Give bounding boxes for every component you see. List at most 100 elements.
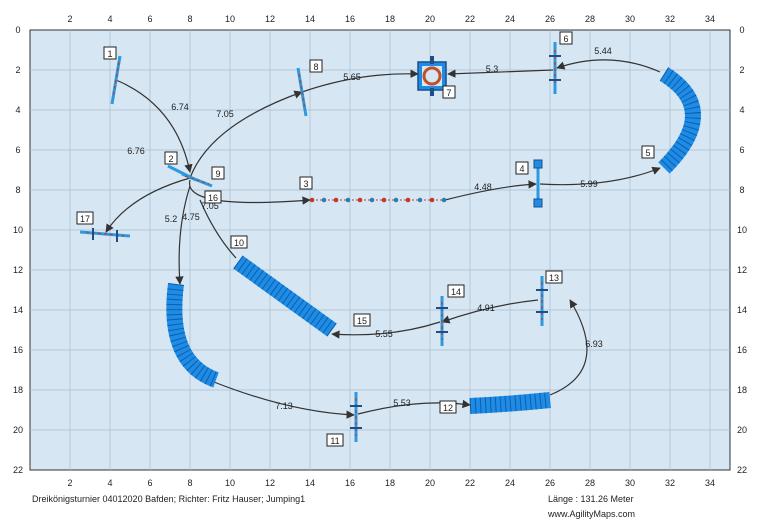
distance-label: 5.2 (165, 214, 178, 224)
y-tick-left: 18 (13, 385, 23, 395)
tire-7 (417, 56, 447, 96)
x-tick-top: 34 (705, 14, 715, 24)
x-tick-top: 30 (625, 14, 635, 24)
y-tick-right: 20 (737, 425, 747, 435)
y-tick-left: 22 (13, 465, 23, 475)
obstacle-label-5: 5 (641, 145, 655, 159)
arena-field (29, 29, 731, 471)
x-tick-top: 6 (147, 14, 152, 24)
obstacle-label-11: 11 (326, 433, 344, 447)
footer-site: www.AgilityMaps.com (548, 509, 636, 519)
grid-lines (30, 30, 730, 470)
obstacle-number: 17 (80, 214, 90, 224)
y-tick-right: 18 (737, 385, 747, 395)
x-tick-bottom: 14 (305, 478, 315, 488)
obstacle-label-16: 16 (204, 190, 222, 204)
distance-label: 6.76 (127, 146, 145, 156)
x-tick-bottom: 28 (585, 478, 595, 488)
obstacle-label-10: 10 (230, 235, 248, 249)
distance-label: 4.91 (477, 303, 495, 313)
jump-11 (350, 392, 362, 442)
obstacle-number: 6 (563, 34, 568, 44)
obstacle-label-2: 2 (164, 151, 178, 165)
distance-label: 7.05 (201, 201, 219, 211)
x-tick-bottom: 2 (67, 478, 72, 488)
weave-pole (321, 197, 327, 203)
weave-poles-3 (309, 197, 447, 203)
y-tick-right: 22 (737, 465, 747, 475)
y-tick-right: 4 (739, 105, 744, 115)
y-tick-right: 10 (737, 225, 747, 235)
x-tick-bottom: 34 (705, 478, 715, 488)
y-tick-right: 2 (739, 65, 744, 75)
obstacle-number: 15 (357, 316, 367, 326)
y-tick-left: 8 (15, 185, 20, 195)
jump-6 (549, 42, 561, 94)
weave-pole (345, 197, 351, 203)
weave-pole (381, 197, 387, 203)
weave-pole (309, 197, 315, 203)
x-tick-bottom: 18 (385, 478, 395, 488)
path-9-8 (189, 90, 303, 179)
x-tick-bottom: 24 (505, 478, 515, 488)
weave-pole (393, 197, 399, 203)
x-tick-bottom: 30 (625, 478, 635, 488)
x-tick-bottom: 8 (187, 478, 192, 488)
y-tick-right: 0 (739, 25, 744, 35)
path-tunnel-11 (213, 381, 355, 419)
x-tick-top: 32 (665, 14, 675, 24)
x-tick-top: 22 (465, 14, 475, 24)
obstacle-number: 5 (645, 148, 650, 158)
obstacle-label-13: 13 (545, 270, 563, 284)
weave-pole (357, 197, 363, 203)
obstacle-label-8: 8 (309, 59, 323, 73)
path-5-6 (556, 59, 661, 73)
obstacle-number: 10 (234, 238, 244, 248)
jump-9 (181, 172, 213, 188)
obstacle-label-15: 15 (353, 313, 371, 327)
x-tick-top: 14 (305, 14, 315, 24)
obstacle-label-3: 3 (299, 176, 313, 190)
y-tick-left: 12 (13, 265, 23, 275)
obstacle-label-7: 7 (442, 85, 456, 99)
distance-label: 7.13 (275, 401, 293, 411)
distance-label: 7.05 (216, 109, 234, 119)
tunnel-10 (233, 255, 337, 337)
path-4-5 (539, 166, 661, 186)
obstacle-label-14: 14 (447, 284, 465, 298)
x-tick-top: 12 (265, 14, 275, 24)
x-tick-top: 8 (187, 14, 192, 24)
obstacle-number: 9 (215, 169, 220, 179)
x-tick-bottom: 16 (345, 478, 355, 488)
x-tick-top: 26 (545, 14, 555, 24)
jump-17 (79, 228, 131, 242)
jump-13 (536, 276, 548, 326)
weave-pole (429, 197, 435, 203)
path-3-4 (444, 180, 537, 201)
y-tick-right: 12 (737, 265, 747, 275)
weave-pole (333, 197, 339, 203)
y-tick-right: 16 (737, 345, 747, 355)
y-tick-left: 16 (13, 345, 23, 355)
x-tick-top: 20 (425, 14, 435, 24)
distance-label: 6.93 (585, 339, 603, 349)
obstacle-label-17: 17 (76, 211, 94, 225)
tunnel-12 (469, 392, 551, 414)
obstacle-label-9: 9 (211, 166, 225, 180)
x-tick-top: 10 (225, 14, 235, 24)
y-tick-right: 14 (737, 305, 747, 315)
obstacle-number: 2 (168, 154, 173, 164)
x-tick-top: 18 (385, 14, 395, 24)
obstacle-number: 11 (330, 436, 339, 446)
distance-label: 6.74 (171, 102, 189, 112)
distance-label: 5.65 (343, 72, 361, 82)
x-tick-bottom: 10 (225, 478, 235, 488)
distance-label: 5.53 (393, 398, 411, 408)
x-tick-bottom: 6 (147, 478, 152, 488)
x-tick-top: 24 (505, 14, 515, 24)
y-tick-left: 20 (13, 425, 23, 435)
weave-pole (441, 197, 447, 203)
obstacle-number: 16 (208, 193, 218, 203)
distance-label: 5.3 (486, 64, 499, 74)
